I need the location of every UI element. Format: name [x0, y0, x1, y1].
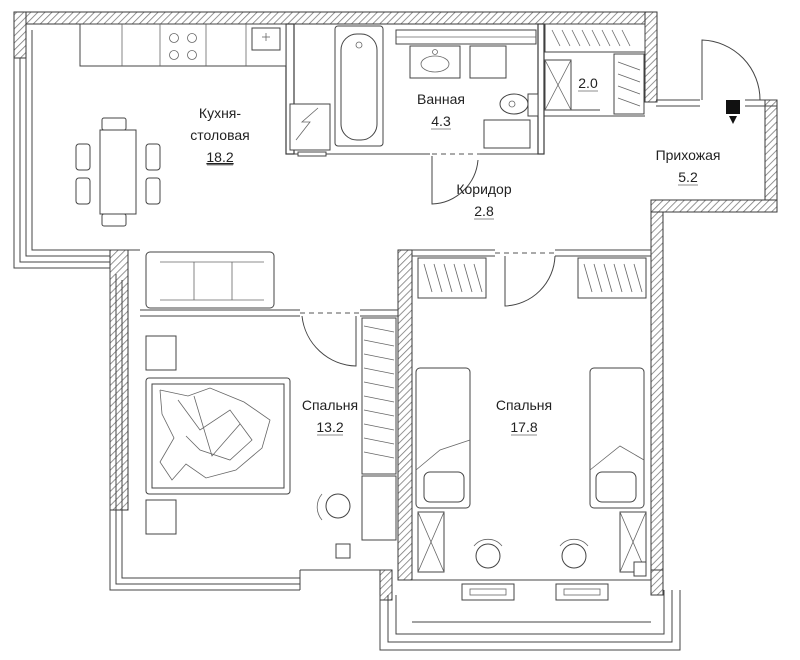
corridor-area: 2.8	[474, 203, 494, 219]
outer-walls	[13, 11, 778, 601]
room-labels: Кухня- столовая 18.2 Ванная 4.3 2.0 Прих…	[190, 75, 721, 436]
corridor-name: Коридор	[456, 181, 512, 197]
bedroom-right-name: Спальня	[496, 397, 552, 413]
window-outlines	[13, 30, 681, 651]
hall-area: 5.2	[678, 169, 698, 185]
left-bedroom-furniture	[145, 251, 397, 559]
bathroom-name: Ванная	[417, 91, 465, 107]
bedroom-left-area: 13.2	[316, 419, 343, 435]
kitchen-furniture	[75, 23, 287, 227]
bedroom-left-name: Спальня	[302, 397, 358, 413]
kitchen-area: 18.2	[206, 149, 233, 165]
wc-storage	[544, 23, 646, 115]
doors	[296, 39, 761, 367]
kitchen-name-line1: Кухня-	[199, 105, 241, 121]
right-bedroom-furniture	[415, 257, 647, 601]
bedroom-right-area: 17.8	[510, 419, 537, 435]
hall-name: Прихожая	[656, 147, 721, 163]
bathroom-area: 4.3	[431, 113, 451, 129]
kitchen-name-line2: столовая	[190, 127, 250, 143]
wc-area: 2.0	[578, 75, 598, 91]
bathroom-fixtures	[289, 25, 539, 157]
